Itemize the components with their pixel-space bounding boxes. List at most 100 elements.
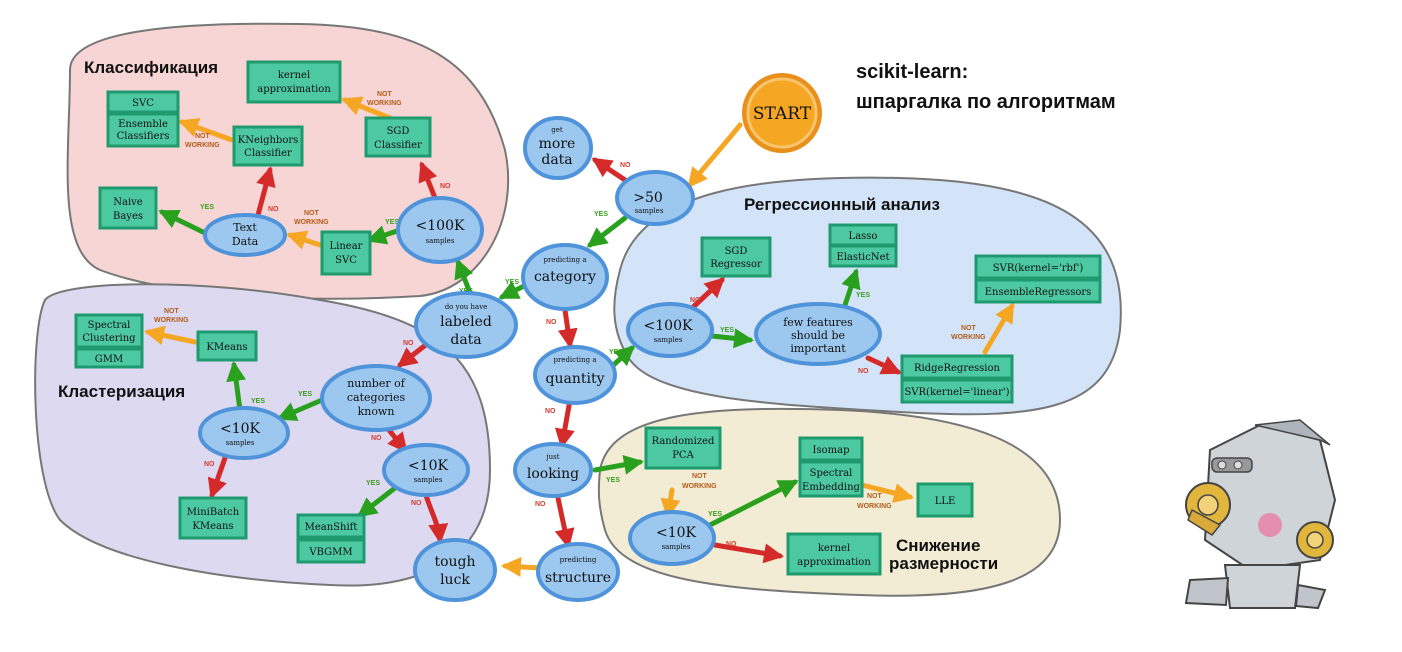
box-kernel-approx-dim[interactable]: kernel approximation — [786, 532, 882, 576]
svg-text:number of: number of — [347, 377, 406, 390]
box-spectral-clustering[interactable]: Spectral Clustering — [74, 313, 144, 349]
svg-text:YES: YES — [366, 480, 380, 487]
edge-looking-to-structure — [554, 495, 575, 549]
node-few-features[interactable]: few features should be important — [754, 302, 882, 366]
node-samples50[interactable]: >50 samples — [615, 170, 695, 226]
node-quantity[interactable]: predicting a quantity — [533, 345, 617, 405]
svg-text:NOT: NOT — [195, 133, 211, 140]
svg-text:NO: NO — [620, 162, 631, 169]
box-isomap[interactable]: Isomap — [798, 436, 864, 462]
edge-category-to-quantity — [557, 307, 578, 349]
svg-text:data: data — [541, 152, 572, 168]
start-node[interactable]: START — [742, 73, 822, 153]
svg-text:kernel: kernel — [278, 70, 310, 81]
node-category[interactable]: predicting a category — [521, 243, 609, 311]
svg-text:Embedding: Embedding — [802, 482, 861, 493]
node-tough-luck[interactable]: tough luck — [413, 538, 497, 602]
svg-text:Bayes: Bayes — [113, 211, 143, 222]
svg-text:Data: Data — [232, 235, 259, 248]
box-kernel-approx-cls[interactable]: kernel approximation — [246, 60, 342, 104]
node-10k-cluster1[interactable]: <10K samples — [198, 406, 290, 460]
box-meanshift[interactable]: MeanShift — [296, 513, 366, 539]
box-minibatch-kmeans[interactable]: MiniBatch KMeans — [178, 496, 248, 540]
svg-text:<10K: <10K — [408, 458, 449, 474]
box-elasticnet[interactable]: ElasticNet — [828, 244, 898, 268]
node-10k-dim[interactable]: <10K samples — [628, 510, 716, 566]
svg-text:Classifiers: Classifiers — [117, 131, 170, 142]
box-randomized-pca[interactable]: Randomized PCA — [644, 426, 722, 470]
node-text-data[interactable]: Text Data — [203, 213, 287, 257]
svg-text:NO: NO — [690, 297, 701, 304]
svg-text:WORKING: WORKING — [154, 317, 189, 324]
svg-text:YES: YES — [505, 279, 519, 286]
svg-text:NO: NO — [411, 500, 422, 507]
box-sgd-reg[interactable]: SGD Regressor — [700, 236, 772, 278]
edge-100kreg-to-few — [709, 328, 754, 349]
svg-text:NOT: NOT — [692, 473, 708, 480]
svg-text:START: START — [753, 104, 812, 124]
svg-text:NO: NO — [726, 541, 737, 548]
node-labeled[interactable]: do you have labeled data — [414, 291, 518, 359]
node-num-categories[interactable]: number of categories known — [320, 364, 432, 432]
edge-quantity-to-looking — [554, 397, 575, 449]
svg-text:Ensemble: Ensemble — [118, 119, 168, 130]
decision-nodes: >50 samples get more data predicting a c… — [198, 116, 882, 602]
box-svr-rbf[interactable]: SVR(kernel='rbf') — [974, 254, 1102, 280]
svg-text:YES: YES — [594, 211, 608, 218]
edge-few-to-lasso — [841, 268, 861, 308]
svg-text:YES: YES — [708, 511, 722, 518]
svg-text:NOT: NOT — [867, 493, 883, 500]
box-linear-svc[interactable]: Linear SVC — [320, 230, 372, 276]
box-gmm[interactable]: GMM — [74, 347, 144, 369]
svg-text:YES: YES — [200, 204, 214, 211]
svg-text:Clustering: Clustering — [82, 333, 136, 344]
box-ensemble-cls[interactable]: Ensemble Classifiers — [106, 112, 180, 148]
svg-text:<10K: <10K — [656, 525, 697, 541]
svg-text:samples: samples — [662, 543, 691, 551]
box-ridge[interactable]: RidgeRegression — [900, 354, 1014, 380]
node-100k-cls[interactable]: <100K samples — [396, 196, 484, 264]
svg-text:predicting: predicting — [560, 556, 597, 564]
svg-text:SVR(kernel='linear'): SVR(kernel='linear') — [904, 387, 1009, 398]
svg-text:just: just — [545, 453, 559, 461]
edge-numcat-to-10k — [276, 397, 325, 421]
box-svc[interactable]: SVC — [106, 90, 180, 114]
svg-text:NO: NO — [268, 206, 279, 213]
svg-text:luck: luck — [440, 572, 470, 588]
svg-text:Classifier: Classifier — [244, 148, 292, 159]
svg-text:known: known — [358, 405, 395, 418]
box-kneighbors[interactable]: KNeighbors Classifier — [232, 125, 304, 167]
svg-text:NO: NO — [535, 501, 546, 508]
svg-text:NO: NO — [403, 340, 414, 347]
box-svr-linear[interactable]: SVR(kernel='linear') — [900, 378, 1014, 404]
node-structure[interactable]: predicting structure — [536, 542, 620, 602]
svg-text:RidgeRegression: RidgeRegression — [914, 363, 1000, 374]
box-naive-bayes[interactable]: Naive Bayes — [98, 186, 158, 230]
svg-text:approximation: approximation — [257, 84, 331, 95]
box-sgd-cls[interactable]: SGD Classifier — [364, 116, 432, 158]
box-ensemble-reg[interactable]: EnsembleRegressors — [974, 278, 1102, 304]
edge-spectral-to-lle — [859, 482, 914, 503]
svg-text:YES: YES — [385, 219, 399, 226]
box-kmeans[interactable]: KMeans — [196, 330, 258, 362]
svg-text:YES: YES — [720, 327, 734, 334]
node-100k-reg[interactable]: <100K samples — [626, 302, 714, 358]
svg-text:YES: YES — [609, 349, 623, 356]
region-title-classification: Классификация — [84, 58, 218, 77]
box-spectral-embedding[interactable]: Spectral Embedding — [798, 460, 864, 498]
svg-text:predicting a: predicting a — [553, 356, 596, 364]
box-lle[interactable]: LLE — [916, 482, 974, 518]
node-more-data[interactable]: get more data — [523, 116, 593, 180]
node-looking[interactable]: just looking — [513, 442, 593, 498]
svg-text:WORKING: WORKING — [682, 483, 717, 490]
svg-text:Naive: Naive — [113, 197, 143, 208]
svg-text:VBGMM: VBGMM — [308, 547, 352, 558]
svg-text:kernel: kernel — [818, 543, 850, 554]
box-vbgmm[interactable]: VBGMM — [296, 538, 366, 564]
svg-text:Classifier: Classifier — [374, 140, 422, 151]
box-lasso[interactable]: Lasso — [828, 223, 898, 247]
edge-10kdim-to-kerneldim — [712, 542, 784, 564]
node-10k-cluster2[interactable]: <10K samples — [382, 443, 470, 497]
svg-text:NOT: NOT — [377, 91, 393, 98]
